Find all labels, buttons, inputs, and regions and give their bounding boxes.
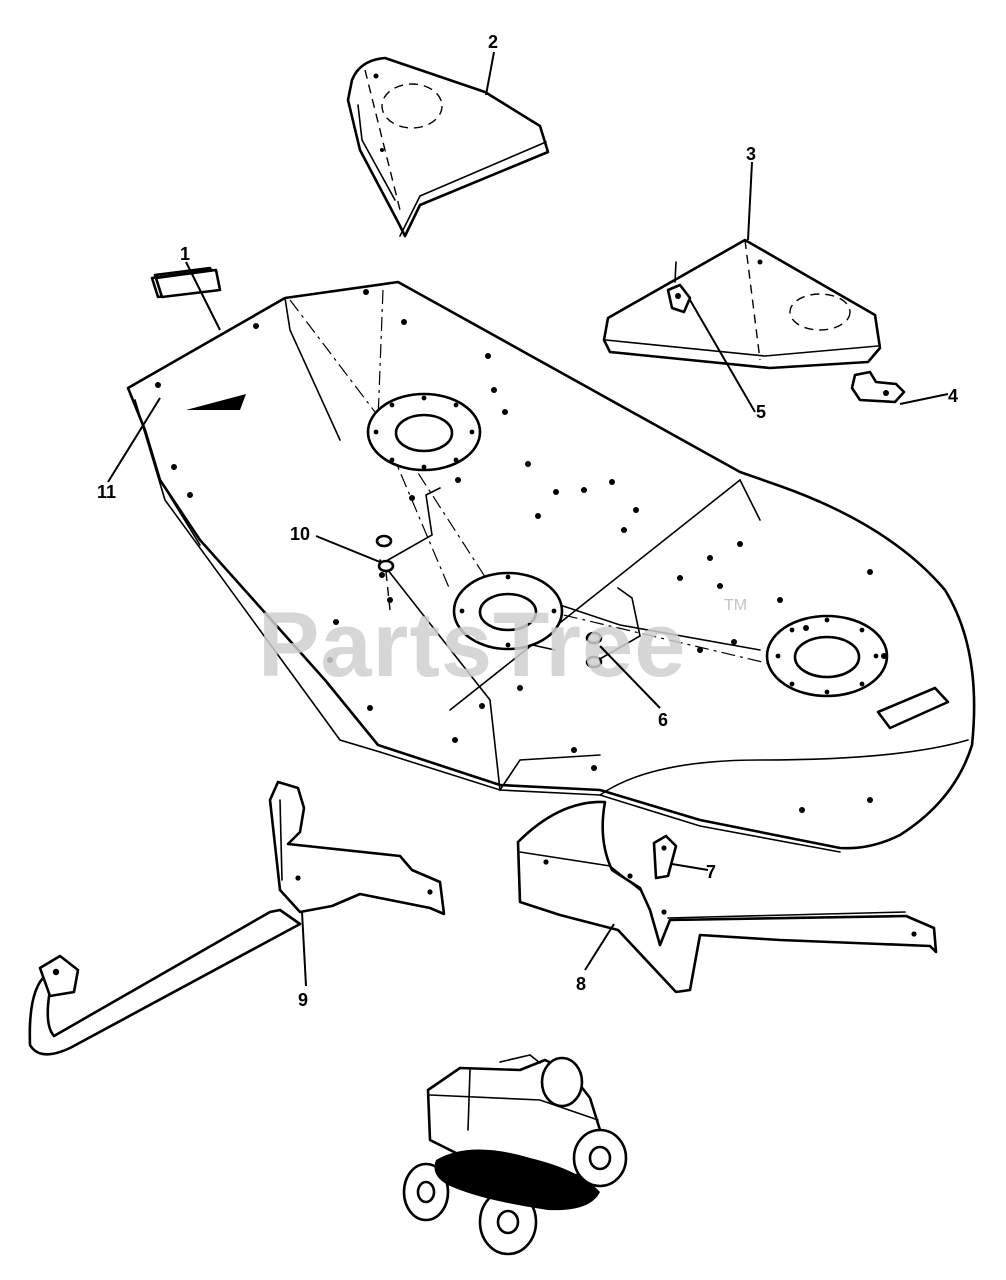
part-1-mower-deck[interactable]	[126, 266, 976, 853]
part-9-hanger-rod[interactable]	[28, 780, 446, 1056]
callout-2[interactable]: 2	[488, 32, 498, 52]
part-2-belt-guard[interactable]	[346, 56, 550, 238]
part-8-baffle[interactable]	[516, 800, 938, 994]
svg-text:TM: TM	[724, 597, 747, 614]
callout-10[interactable]: 10	[290, 524, 310, 544]
svg-text:PartsTree: PartsTree	[258, 594, 686, 696]
deck-highlight	[434, 1149, 600, 1211]
watermark: PartsTree TM	[258, 594, 747, 696]
leader-lines	[107, 51, 949, 987]
part-5-bracket[interactable]	[666, 261, 692, 314]
callout-6[interactable]: 6	[658, 710, 668, 730]
callout-9[interactable]: 9	[298, 990, 308, 1010]
callouts: 1 2 3 4 5 6 7 8 9 10 11	[97, 32, 958, 1010]
callout-7[interactable]: 7	[706, 862, 716, 882]
part-6-bushing[interactable]	[585, 587, 641, 669]
callout-1[interactable]: 1	[180, 244, 190, 264]
callout-5[interactable]: 5	[756, 402, 766, 422]
part-11-decal[interactable]	[154, 268, 222, 299]
part-4-bracket[interactable]	[850, 370, 906, 404]
callout-8[interactable]: 8	[576, 974, 586, 994]
callout-4[interactable]: 4	[948, 386, 958, 406]
part-3-belt-guard[interactable]	[602, 238, 882, 370]
part-10-bushing[interactable]	[375, 487, 441, 611]
callout-11[interactable]: 11	[97, 482, 116, 502]
callout-3[interactable]: 3	[746, 144, 756, 164]
part-7-bracket[interactable]	[652, 834, 678, 880]
tractor-thumbnail	[402, 1054, 628, 1256]
